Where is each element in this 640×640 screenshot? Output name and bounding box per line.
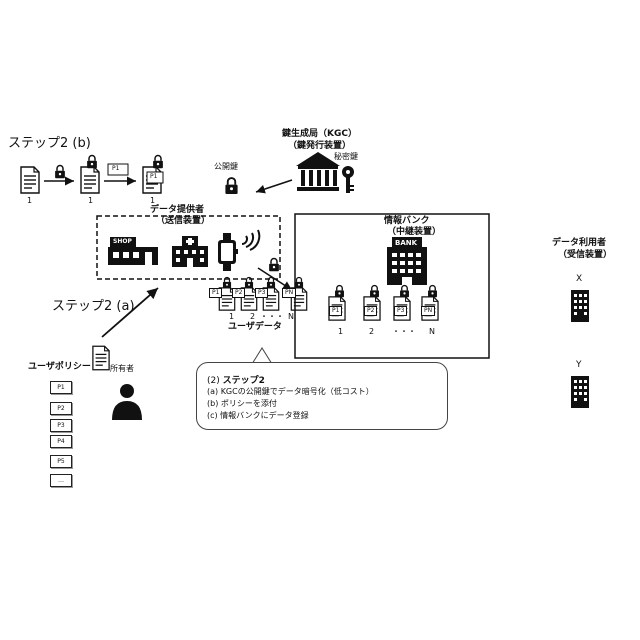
- smartwatch-icon: [218, 233, 238, 271]
- bank-tag-n: PN: [421, 306, 435, 316]
- bank-tag-3: P3: [394, 306, 407, 316]
- user-data-tag-3: P3: [255, 288, 268, 298]
- consumer-x-building-icon: [571, 290, 589, 322]
- owner-label: 所有者: [110, 365, 134, 373]
- policy-item-p1: P1: [50, 381, 72, 394]
- consumer-title: データ利用者: [552, 239, 606, 248]
- policy-tag-label: P1: [112, 166, 119, 172]
- provider-lock-icon: [269, 259, 279, 272]
- bank-index-dots: ・・・: [392, 328, 416, 336]
- policy-item-more: …: [50, 474, 72, 487]
- step2-note-bubble: (2) ステップ2 (a) KGCの公開鍵でデータ暗号化（低コスト） (b) ポ…: [196, 362, 448, 430]
- hospital-icon: [172, 236, 208, 267]
- doc-label-1: 1: [27, 197, 32, 205]
- user-data-index-2: 2: [250, 313, 255, 321]
- kgc-title: 鍵生成局（KGC）: [282, 130, 357, 139]
- doc-label-2: 1: [88, 197, 93, 205]
- note-line-a: (a) KGCの公開鍵でデータ暗号化（低コスト）: [207, 386, 374, 397]
- user-data-tag-1: P1: [209, 288, 222, 298]
- arrow-public-key: [256, 180, 292, 192]
- bank-subtitle: （中継装置）: [387, 228, 441, 237]
- provider-subtitle: （送信装置）: [156, 217, 210, 226]
- user-data-label: ユーザデータ: [228, 323, 282, 332]
- consumer-x-label: X: [576, 275, 582, 284]
- consumer-y-building-icon: [571, 376, 589, 408]
- public-key-lock-icon: [225, 178, 237, 194]
- policy-item-p2: P2: [50, 402, 72, 415]
- user-data-tag-2: P2: [232, 288, 245, 298]
- policy-item-p3: P3: [50, 419, 72, 432]
- policy-document-icon: [93, 346, 109, 369]
- user-data-tag-n: PN: [282, 288, 296, 298]
- owner-person-icon: [112, 384, 142, 420]
- step2b-title: ステップ2 (b): [8, 137, 91, 150]
- secret-key-label: 秘密鍵: [334, 153, 358, 161]
- provider-title: データ提供者: [150, 206, 204, 215]
- lock-icon: [55, 166, 65, 179]
- step2a-title: ステップ2 (a): [52, 300, 135, 313]
- note-line-c: (c) 情報バンクにデータ登録: [207, 410, 309, 421]
- doc-lock-icon: [153, 156, 163, 169]
- user-data-index-dots: ・・・: [260, 313, 284, 321]
- bank-building-label: BANK: [395, 240, 417, 247]
- bank-index-1: 1: [338, 328, 343, 336]
- bank-tag-1: P1: [329, 306, 342, 316]
- wireless-signal-icon: [242, 230, 259, 250]
- attached-policy-label: P1: [150, 174, 157, 180]
- shop-label: SHOP: [113, 239, 132, 245]
- kgc-subtitle: （鍵発行装置）: [288, 142, 351, 151]
- user-data-index-n: N: [288, 313, 294, 321]
- bank-index-n: N: [429, 328, 435, 336]
- user-data-index-1: 1: [229, 313, 234, 321]
- policy-item-p5: P5: [50, 455, 72, 468]
- note-title: ステップ2: [223, 376, 265, 386]
- encrypted-document-icon: [81, 167, 99, 193]
- doc-lock-icon: [87, 156, 97, 169]
- consumer-subtitle: （受信装置）: [558, 251, 612, 260]
- bank-index-2: 2: [369, 328, 374, 336]
- plain-document-icon: [21, 167, 39, 193]
- bank-tag-2: P2: [364, 306, 377, 316]
- note-line-b: (b) ポリシーを添付: [207, 398, 277, 409]
- note-title-line: (2) ステップ2: [207, 373, 265, 386]
- user-policy-title: ユーザポリシー: [28, 363, 91, 372]
- policy-item-p4: P4: [50, 435, 72, 448]
- consumer-y-label: Y: [576, 361, 582, 370]
- doc-label-3: 1: [150, 197, 155, 205]
- public-key-label: 公開鍵: [214, 163, 238, 171]
- note-title-prefix: (2): [207, 376, 223, 386]
- bank-title: 情報バンク: [384, 217, 429, 226]
- key-icon: [342, 166, 354, 193]
